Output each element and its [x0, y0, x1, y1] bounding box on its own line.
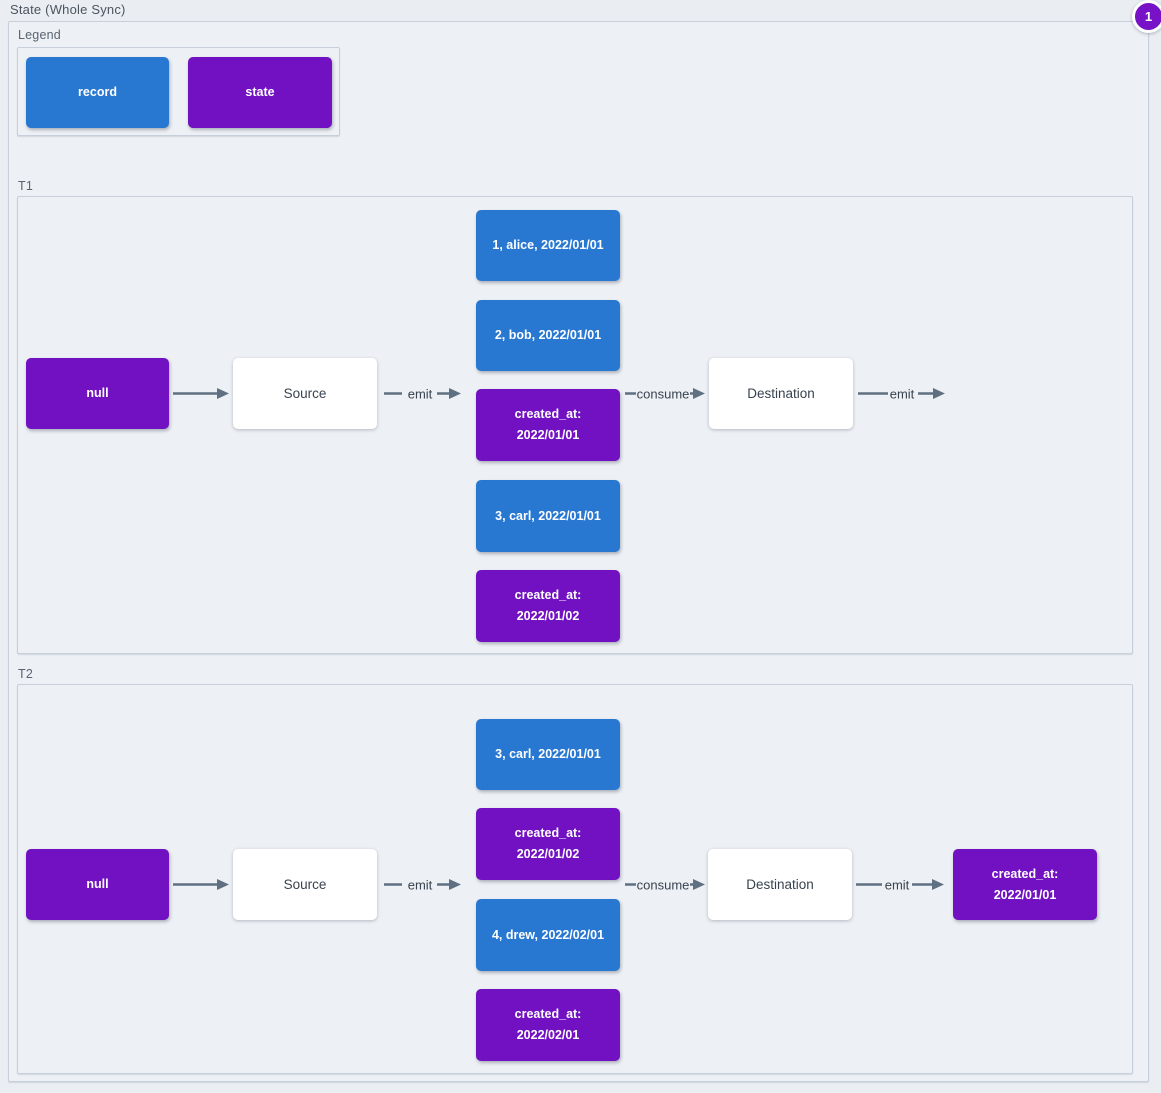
t1-state-node: created_at: 2022/01/02 [476, 570, 620, 642]
t2-source-node: Source [233, 849, 377, 920]
t1-record-text: 3, carl, 2022/01/01 [495, 508, 601, 523]
section-t1-label: T1 [18, 179, 33, 193]
t1-destination-text: Destination [747, 386, 815, 401]
t2-state-text: created_at: 2022/02/01 [514, 1007, 582, 1042]
t1-record-node: 2, bob, 2022/01/01 [476, 300, 620, 371]
t1-emit-label: emit [407, 386, 433, 402]
section-t2-label: T2 [18, 667, 33, 681]
t2-emit-label: emit [407, 877, 433, 893]
t2-destination-text: Destination [746, 877, 814, 892]
t2-record-node: 4, drew, 2022/02/01 [476, 899, 620, 971]
t1-state-text: created_at: 2022/01/01 [514, 407, 582, 442]
t1-state-text: created_at: 2022/01/02 [514, 588, 582, 623]
annotation-badge-number: 1 [1144, 9, 1153, 24]
t1-source-text: Source [283, 386, 327, 401]
legend-record-label: record [78, 85, 117, 99]
t1-record-node: 1, alice, 2022/01/01 [476, 210, 620, 281]
t2-state-text: created_at: 2022/01/02 [514, 826, 582, 861]
legend-label: Legend [18, 28, 61, 42]
t1-state-node: created_at: 2022/01/01 [476, 389, 620, 461]
t2-input-state-node: null [26, 849, 169, 920]
t2-source-text: Source [283, 877, 327, 892]
t2-record-text: 4, drew, 2022/02/01 [491, 927, 605, 942]
t1-record-text: 2, bob, 2022/01/01 [494, 328, 602, 342]
t1-input-state-node: null [26, 358, 169, 429]
t1-record-node: 3, carl, 2022/01/01 [476, 480, 620, 552]
t2-state-node: created_at: 2022/01/02 [476, 808, 620, 880]
legend-record-swatch: record [26, 57, 169, 128]
t1-input-state-text: null [86, 386, 109, 400]
t2-consume-label: consume [636, 877, 690, 893]
t2-destination-node: Destination [708, 849, 852, 920]
legend-state-label: state [245, 85, 275, 99]
legend-state-swatch: state [188, 57, 332, 128]
t1-source-node: Source [233, 358, 377, 429]
t2-record-text: 3, carl, 2022/01/01 [495, 747, 601, 761]
t2-output-state-text: created_at: 2022/01/01 [991, 866, 1059, 902]
annotation-badge[interactable]: 1 [1132, 0, 1161, 33]
t1-record-text: 1, alice, 2022/01/01 [492, 238, 604, 252]
t2-record-node: 3, carl, 2022/01/01 [476, 719, 620, 790]
t2-input-state-text: null [86, 877, 109, 891]
t2-emit-label: emit [884, 877, 910, 893]
diagram-title: State (Whole Sync) [10, 2, 126, 17]
t1-destination-node: Destination [709, 358, 853, 429]
t1-consume-label: consume [636, 386, 690, 402]
t2-state-node: created_at: 2022/02/01 [476, 989, 620, 1061]
t2-output-state-node: created_at: 2022/01/01 [953, 849, 1097, 920]
t1-emit-label: emit [889, 386, 915, 402]
